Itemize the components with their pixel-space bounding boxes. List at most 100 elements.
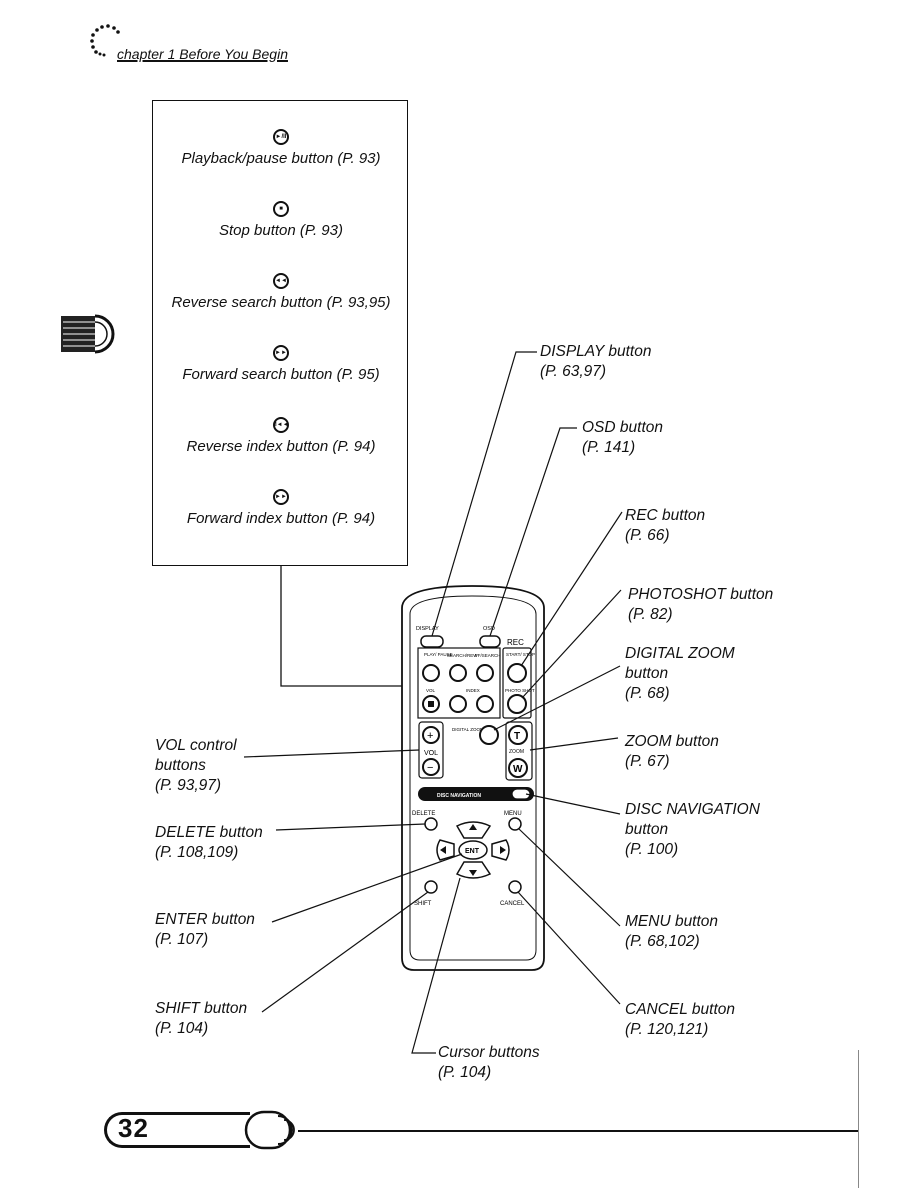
vol-down-glyph: − bbox=[427, 762, 433, 774]
chapter-dots-ornament bbox=[90, 24, 120, 57]
legend-item-reverse-search: ◄◄ Reverse search button (P. 93,95) bbox=[153, 273, 409, 313]
button-legend-box: ►/II Playback/pause button (P. 93) ■ Sto… bbox=[152, 100, 408, 566]
callout-page-ref: (P. 68,102) bbox=[625, 933, 700, 950]
osd-leader bbox=[489, 427, 577, 637]
fast-forward-key[interactable] bbox=[476, 664, 494, 682]
zoom-label: ZOOM bbox=[509, 749, 524, 755]
callout-title: PHOTOSHOT button bbox=[628, 586, 774, 603]
callout-title: OSD button bbox=[582, 419, 663, 436]
legend-item-stop: ■ Stop button (P. 93) bbox=[153, 201, 409, 241]
callout-page-ref: (P. 120,121) bbox=[625, 1021, 709, 1038]
remote-inner-outline bbox=[409, 595, 537, 961]
delete-leader bbox=[275, 823, 426, 831]
zoom-leader bbox=[529, 737, 619, 751]
rewind-key[interactable] bbox=[449, 664, 467, 682]
chapter-tab-icon bbox=[61, 314, 115, 354]
rec-key[interactable] bbox=[507, 663, 527, 683]
legend-item-playback: ►/II Playback/pause button (P. 93) bbox=[153, 129, 409, 169]
zoom-wide-key[interactable] bbox=[508, 758, 528, 778]
enter-callout: ENTER button (P. 107) bbox=[155, 910, 255, 950]
enter-key[interactable] bbox=[458, 840, 488, 860]
photoshot-key[interactable] bbox=[507, 694, 527, 714]
display-key[interactable] bbox=[420, 635, 444, 648]
callout-page-ref: (P. 67) bbox=[625, 753, 670, 770]
display-callout: DISPLAY button (P. 63,97) bbox=[540, 342, 651, 382]
callout-title: DISC NAVIGATION bbox=[625, 801, 760, 818]
legend-text: Playback/pause button (P. 93) bbox=[181, 150, 381, 167]
footer-rule bbox=[298, 1130, 858, 1132]
vol-up-key[interactable] bbox=[422, 726, 440, 744]
callout-page-ref: (P. 107) bbox=[155, 931, 209, 948]
callout-title: Cursor buttons bbox=[438, 1044, 540, 1061]
page-number: 32 bbox=[118, 1113, 149, 1143]
zoom-cluster-box bbox=[505, 721, 533, 781]
zoom-w-glyph: W bbox=[513, 764, 523, 775]
menu-key[interactable] bbox=[508, 817, 522, 831]
osd-key-label: OSD bbox=[483, 626, 495, 632]
disc-navigation-leader bbox=[525, 793, 621, 815]
legend-text: Stop button (P. 93) bbox=[219, 222, 343, 239]
rec-leader bbox=[520, 511, 623, 667]
play-pause-key[interactable] bbox=[422, 664, 440, 682]
remote-body bbox=[401, 585, 545, 971]
cancel-leader bbox=[517, 891, 621, 1005]
callout-page-ref: (P. 63,97) bbox=[540, 363, 607, 380]
photoshot-callout: PHOTOSHOT button (P. 82) bbox=[628, 585, 773, 625]
rewind-icon: ◄◄ bbox=[273, 273, 289, 289]
display-key-label: DISPLAY bbox=[416, 626, 439, 632]
skip-back-icon: I◄◄ bbox=[273, 417, 289, 433]
rew-key-label: SEARCH/REW bbox=[447, 653, 478, 658]
shift-leader bbox=[261, 891, 429, 1013]
legend-item-reverse-index: I◄◄ Reverse index button (P. 94) bbox=[153, 417, 409, 457]
rec-callout: REC button (P. 66) bbox=[625, 506, 705, 546]
shift-key[interactable] bbox=[424, 880, 438, 894]
cancel-callout: CANCEL button (P. 120,121) bbox=[625, 1000, 735, 1040]
callout-title: ENTER button bbox=[155, 911, 255, 928]
disc-navigation-label: DISC NAVIGATION bbox=[437, 793, 481, 799]
callout-title: DISPLAY button bbox=[540, 343, 652, 360]
callout-page-ref: (P. 82) bbox=[628, 606, 673, 623]
osd-key[interactable] bbox=[479, 635, 501, 648]
arrow-up-icon bbox=[469, 824, 477, 830]
footer-ornament bbox=[244, 1110, 295, 1150]
digital-zoom-leader bbox=[493, 665, 621, 731]
callout-title-cont: button bbox=[625, 665, 669, 682]
arrow-right-icon bbox=[500, 846, 506, 854]
page-number-frame bbox=[104, 1112, 250, 1148]
forward-index-key[interactable] bbox=[476, 695, 494, 713]
callout-page-ref: (P. 104) bbox=[155, 1020, 209, 1037]
vol-down-key[interactable] bbox=[422, 758, 440, 776]
legend-item-forward-index: ►►I Forward index button (P. 94) bbox=[153, 489, 409, 529]
arrow-left-icon bbox=[440, 846, 446, 854]
callout-title: SHIFT button bbox=[155, 1000, 248, 1017]
legend-text: Forward index button (P. 94) bbox=[186, 510, 376, 527]
legend-text: Reverse search button (P. 93,95) bbox=[171, 294, 391, 311]
delete-label: DELETE bbox=[412, 811, 435, 817]
vol-label: VOL bbox=[424, 750, 438, 757]
digital-zoom-key[interactable] bbox=[479, 725, 499, 745]
callout-page-ref: (P. 108,109) bbox=[155, 844, 239, 861]
digital-zoom-callout: DIGITAL ZOOM button (P. 68) bbox=[625, 644, 735, 704]
photo-shot-label: PHOTO SHOT bbox=[505, 688, 535, 693]
callout-title: REC button bbox=[625, 507, 706, 524]
delete-key[interactable] bbox=[424, 817, 438, 831]
callout-page-ref: (P. 68) bbox=[625, 685, 670, 702]
disc-navigation-key[interactable] bbox=[511, 788, 531, 800]
callout-title: VOL control bbox=[155, 737, 237, 754]
callout-title: MENU button bbox=[625, 913, 719, 930]
callout-title: DELETE button bbox=[155, 824, 263, 841]
legend-text: Reverse index button (P. 94) bbox=[186, 438, 376, 455]
callout-page-ref: (P. 141) bbox=[582, 439, 636, 456]
start-stop-label: START/ STOP bbox=[506, 652, 535, 657]
zoom-tele-key[interactable] bbox=[508, 725, 528, 745]
zoom-callout: ZOOM button (P. 67) bbox=[625, 732, 719, 772]
cancel-key[interactable] bbox=[508, 880, 522, 894]
skip-forward-icon: ►►I bbox=[273, 489, 289, 505]
enter-leader bbox=[271, 853, 463, 923]
shift-label: SHIFT bbox=[414, 901, 432, 907]
ff-key-label: FF/SEARCH bbox=[475, 653, 501, 658]
reverse-index-key[interactable] bbox=[449, 695, 467, 713]
legend-bracket-line bbox=[280, 566, 418, 687]
callout-title: CANCEL button bbox=[625, 1001, 735, 1018]
